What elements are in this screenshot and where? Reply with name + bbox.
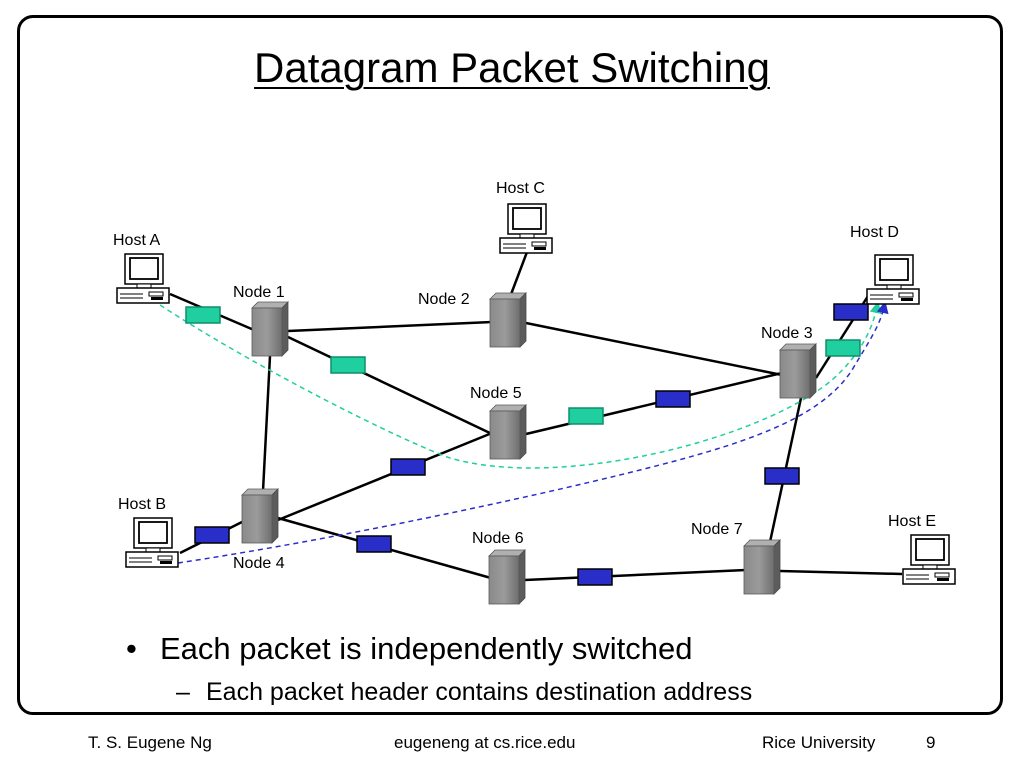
- packet-host-b-9: [577, 568, 613, 586]
- link-n5-n3: [525, 371, 783, 436]
- router-n4-icon: [241, 488, 279, 544]
- bullet-1: • Each packet is independently switched: [126, 630, 693, 668]
- routes-layer: [159, 301, 889, 564]
- host-d-label: Host D: [850, 224, 899, 241]
- computer-hostB-icon: [125, 517, 179, 568]
- packet-host-a-3: [825, 339, 861, 357]
- slide-title-text: Datagram Packet Switching: [254, 44, 770, 91]
- bullet-1-text: Each packet is independently switched: [160, 631, 693, 666]
- node-3-label: Node 3: [761, 325, 813, 342]
- link-n1-n4: [261, 355, 272, 492]
- link-n7-hostE: [779, 569, 903, 576]
- footer-email: eugeneng at cs.rice.edu: [394, 733, 576, 752]
- packets-layer: [185, 303, 869, 586]
- bullet-marker: •: [126, 631, 137, 666]
- hosts-layer: [116, 203, 956, 585]
- router-n6-icon: [488, 549, 526, 605]
- router-n1-icon: [251, 301, 289, 357]
- computer-hostE-icon: [902, 534, 956, 585]
- router-n5-icon: [489, 404, 527, 460]
- bullet-2-text: Each packet header contains destination …: [206, 678, 753, 706]
- router-n3-icon: [779, 343, 817, 399]
- link-n1-n5: [287, 335, 493, 436]
- slide-title: Datagram Packet Switching: [0, 43, 1024, 93]
- host-b-label: Host B: [118, 496, 166, 513]
- packet-host-b-5: [833, 303, 869, 321]
- node-6-label: Node 6: [472, 530, 524, 547]
- packet-host-a-2: [568, 407, 604, 425]
- links-layer: [169, 251, 903, 582]
- node-4-label: Node 4: [233, 555, 285, 572]
- packet-host-a-0: [185, 306, 221, 324]
- link-n1-n2: [287, 320, 493, 333]
- sub-bullet-marker: –: [176, 678, 190, 706]
- link-hostC-n2: [508, 251, 529, 298]
- node-2-label: Node 2: [418, 291, 470, 308]
- computer-hostD-icon: [866, 254, 920, 305]
- link-n6-n7: [524, 568, 747, 582]
- packet-host-b-10: [764, 467, 800, 485]
- packet-host-b-7: [194, 526, 230, 544]
- computer-hostA-icon: [116, 253, 170, 304]
- packet-host-b-4: [655, 390, 691, 408]
- footer-institution: Rice University: [762, 733, 876, 752]
- packet-host-a-1: [330, 356, 366, 374]
- link-n4-n5: [277, 431, 493, 522]
- host-a-label: Host A: [113, 232, 160, 249]
- router-n7-icon: [743, 539, 781, 595]
- packet-host-b-8: [356, 535, 392, 553]
- nodes-layer: [241, 292, 817, 605]
- host-c-label: Host C: [496, 180, 545, 197]
- footer-page-number: 9: [926, 733, 936, 752]
- host-e-label: Host E: [888, 513, 936, 530]
- packet-host-b-6: [390, 458, 426, 476]
- bullet-2: –Each packet header contains destination…: [176, 677, 752, 707]
- node-5-label: Node 5: [470, 385, 522, 402]
- route-host-b-to-host-d: [177, 301, 889, 564]
- computer-hostC-icon: [499, 203, 553, 254]
- slide-frame: [17, 15, 1003, 715]
- node-1-label: Node 1: [233, 284, 285, 301]
- link-n2-n3: [525, 321, 783, 377]
- footer-author: T. S. Eugene Ng: [88, 733, 212, 752]
- route-host-a-to-host-d: [159, 301, 882, 469]
- node-7-label: Node 7: [691, 521, 743, 538]
- router-n2-icon: [489, 292, 527, 348]
